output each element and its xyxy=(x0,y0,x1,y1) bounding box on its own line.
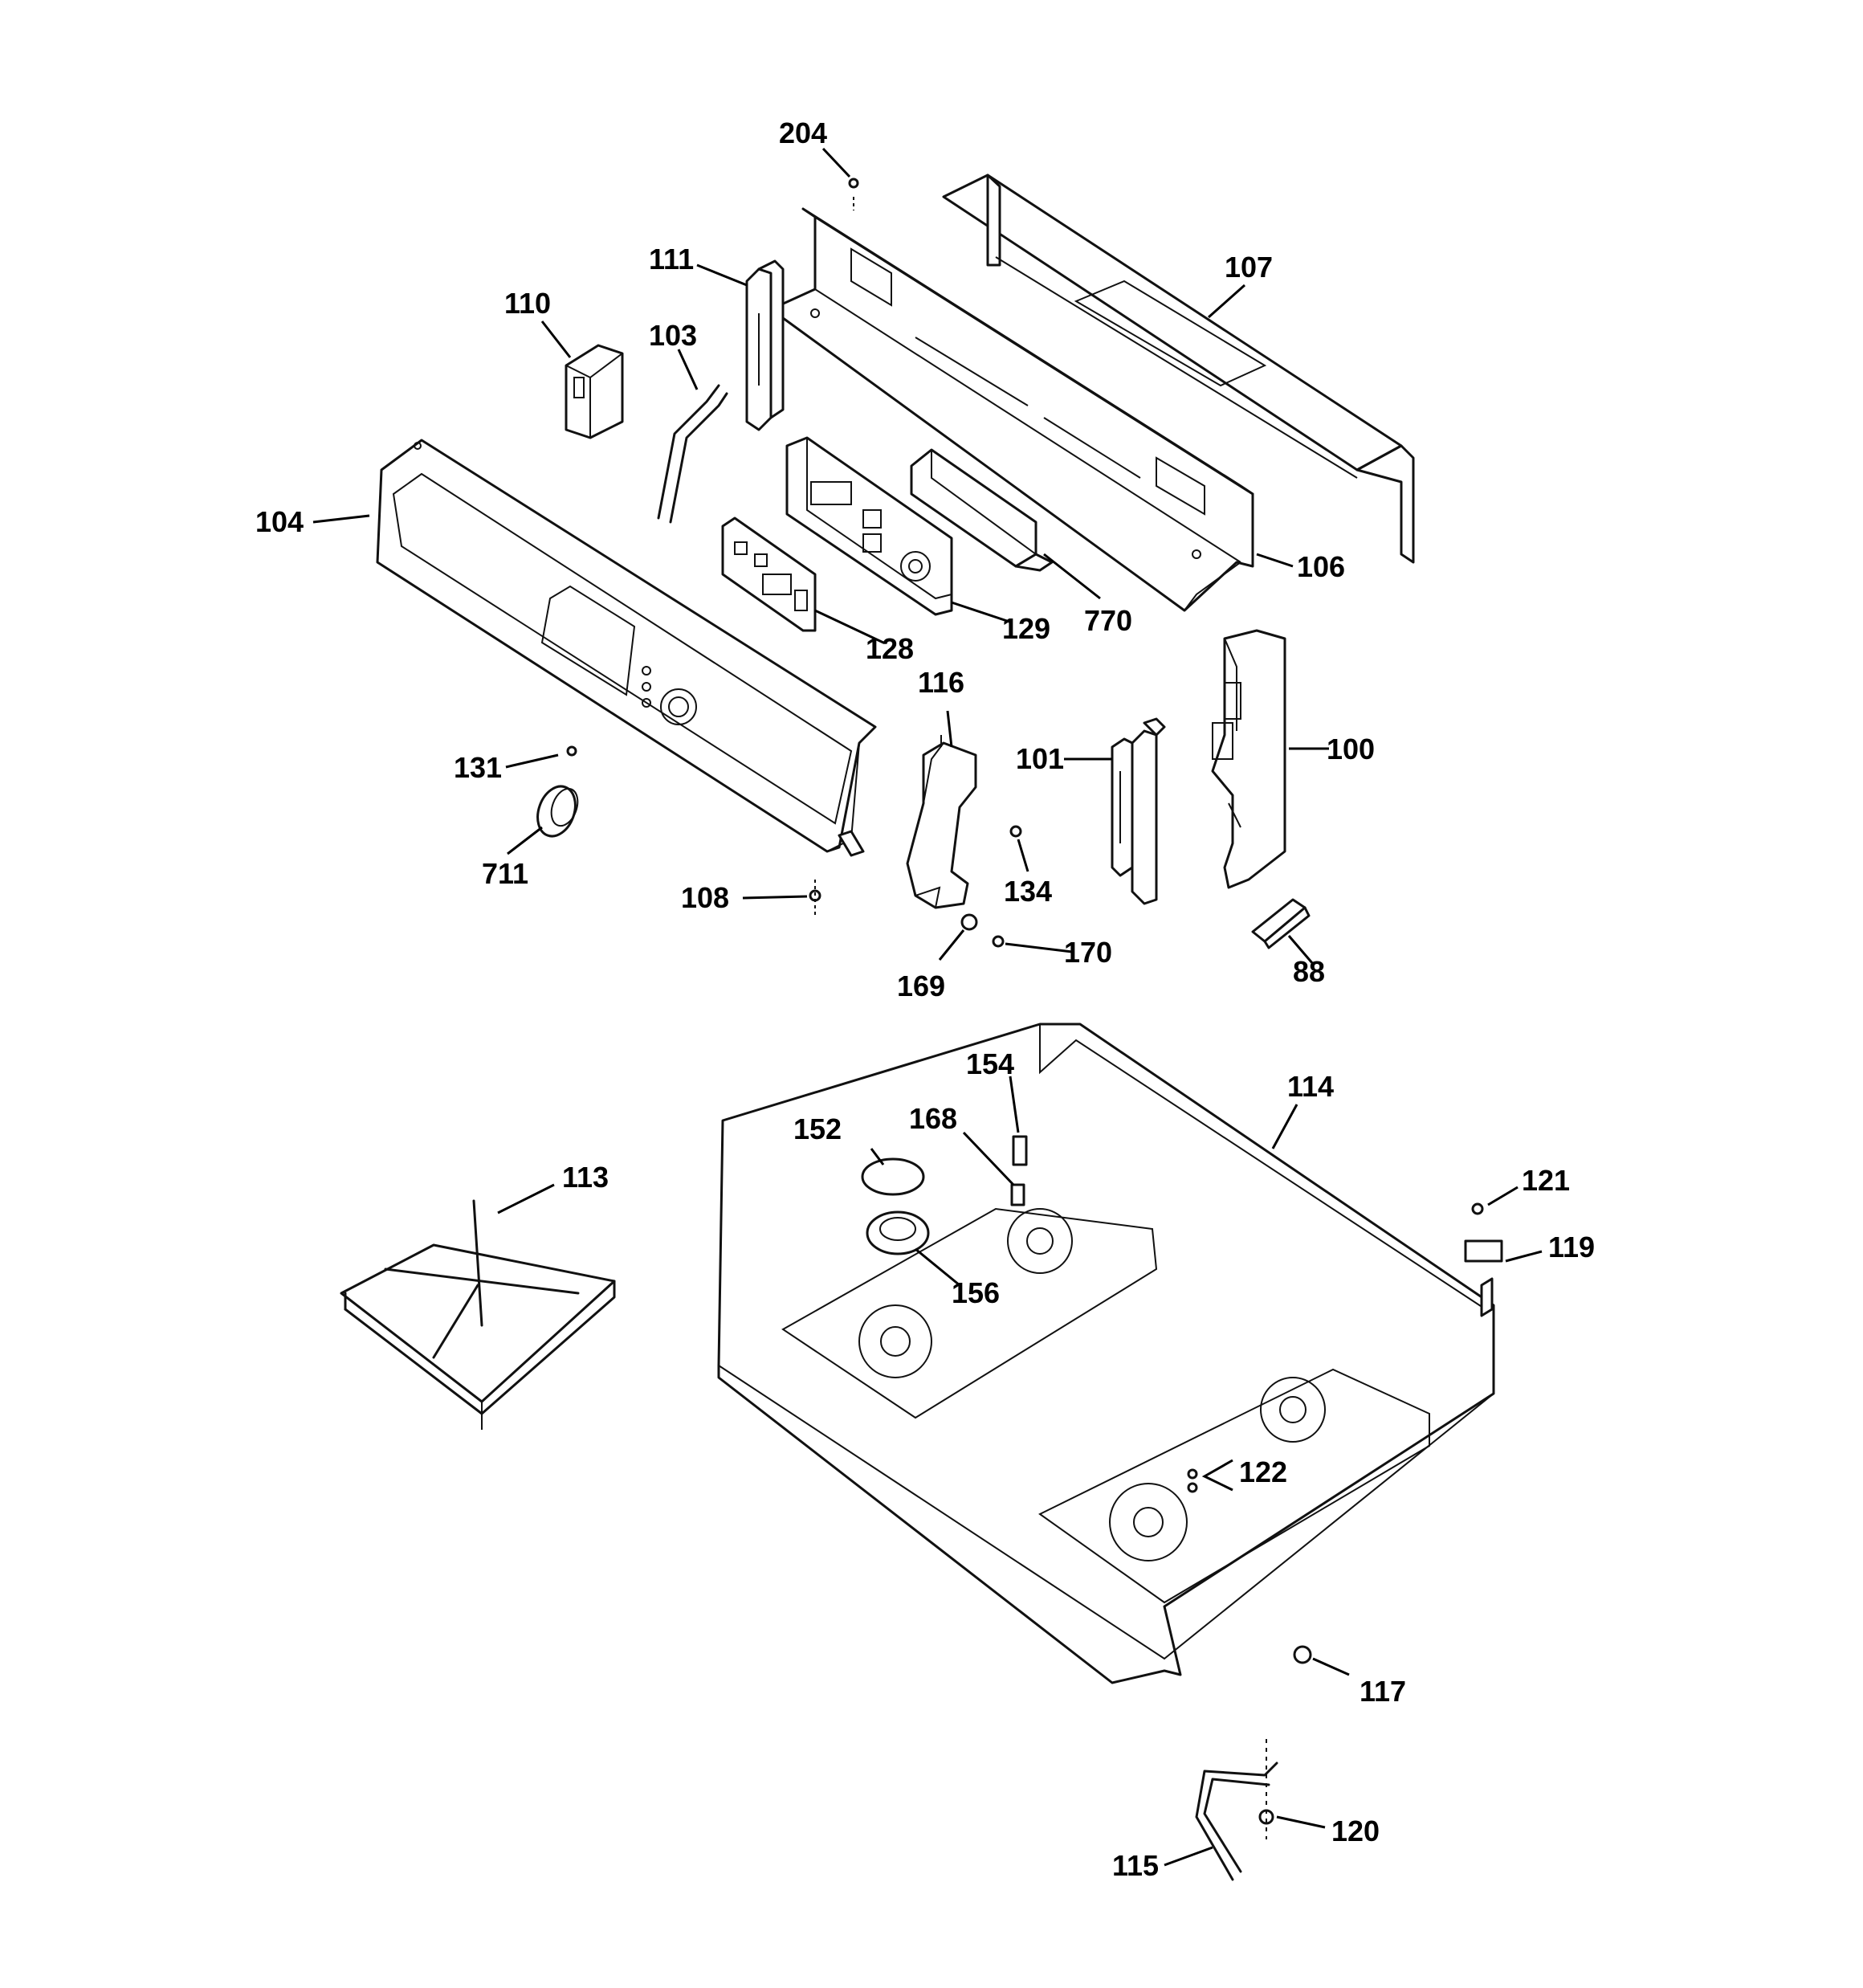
part-110-relay xyxy=(565,344,624,439)
part-711-knob xyxy=(536,785,579,838)
callout-110: 110 xyxy=(504,287,551,320)
callout-168: 168 xyxy=(909,1102,957,1135)
part-113-grate xyxy=(340,1199,616,1430)
callout-119: 119 xyxy=(1548,1231,1595,1263)
callout-101: 101 xyxy=(1016,742,1064,775)
part-119-bracket xyxy=(1464,1239,1503,1263)
callout-169: 169 xyxy=(897,970,945,1002)
part-116-end-cap xyxy=(906,735,977,909)
part-128-overlay xyxy=(721,516,817,632)
part-107-top-cover xyxy=(942,173,1415,564)
callout-107: 107 xyxy=(1225,251,1273,284)
callout-117: 117 xyxy=(1360,1675,1406,1708)
part-101-bracket xyxy=(1111,717,1166,905)
callout-204: 204 xyxy=(779,116,827,149)
part-115-rod xyxy=(1195,1761,1278,1881)
callout-152: 152 xyxy=(793,1112,842,1145)
part-104-control-panel xyxy=(376,439,877,857)
part-169-washer xyxy=(960,913,978,931)
burner-parts xyxy=(861,1135,1028,1255)
callout-104: 104 xyxy=(255,505,304,538)
callout-113: 113 xyxy=(562,1161,609,1194)
callout-131: 131 xyxy=(454,751,502,784)
fasteners-top xyxy=(566,178,1022,948)
part-111-bracket xyxy=(745,259,785,431)
callout-170: 170 xyxy=(1064,936,1112,969)
part-121-screw xyxy=(1471,1202,1484,1215)
callout-770: 770 xyxy=(1084,604,1132,637)
callout-111: 111 xyxy=(649,243,694,276)
callout-115: 115 xyxy=(1112,1849,1159,1882)
callout-128: 128 xyxy=(866,632,914,665)
part-88-bracket xyxy=(1251,898,1311,949)
part-106-backguard xyxy=(769,207,1254,612)
callout-100: 100 xyxy=(1327,733,1375,765)
callout-134: 134 xyxy=(1004,875,1052,908)
callout-121: 121 xyxy=(1522,1164,1570,1197)
callout-156: 156 xyxy=(952,1276,1000,1309)
part-168-screw xyxy=(1010,1183,1025,1206)
part-122-fastener xyxy=(1187,1468,1198,1480)
callout-122: 122 xyxy=(1239,1455,1287,1488)
callout-116: 116 xyxy=(918,666,964,699)
part-134-screw xyxy=(1009,825,1022,838)
callout-108: 108 xyxy=(681,881,729,914)
leader-lines xyxy=(312,147,1543,1867)
callout-120: 120 xyxy=(1331,1815,1380,1847)
part-154-igniter xyxy=(1012,1135,1028,1166)
callout-88: 88 xyxy=(1293,955,1325,988)
callout-103: 103 xyxy=(649,319,697,352)
callout-129: 129 xyxy=(1002,612,1050,645)
callout-114: 114 xyxy=(1287,1070,1334,1103)
part-131-clip xyxy=(566,745,577,757)
part-117-nut xyxy=(1293,1645,1312,1664)
callout-154: 154 xyxy=(966,1047,1014,1080)
part-170-screw xyxy=(992,935,1005,948)
callout-labels: 204 107 111 110 103 104 106 770 129 128 … xyxy=(255,116,1595,1882)
part-152-burner-cap xyxy=(861,1157,925,1196)
part-204-screw xyxy=(848,178,859,189)
part-103-rod xyxy=(657,384,728,524)
part-100-side-panel xyxy=(1211,629,1286,889)
fasteners-right xyxy=(1187,1202,1503,1839)
callout-711: 711 xyxy=(482,857,528,890)
part-770-bracket xyxy=(910,448,1054,572)
callout-106: 106 xyxy=(1297,550,1345,583)
part-129-control-board xyxy=(785,436,953,616)
